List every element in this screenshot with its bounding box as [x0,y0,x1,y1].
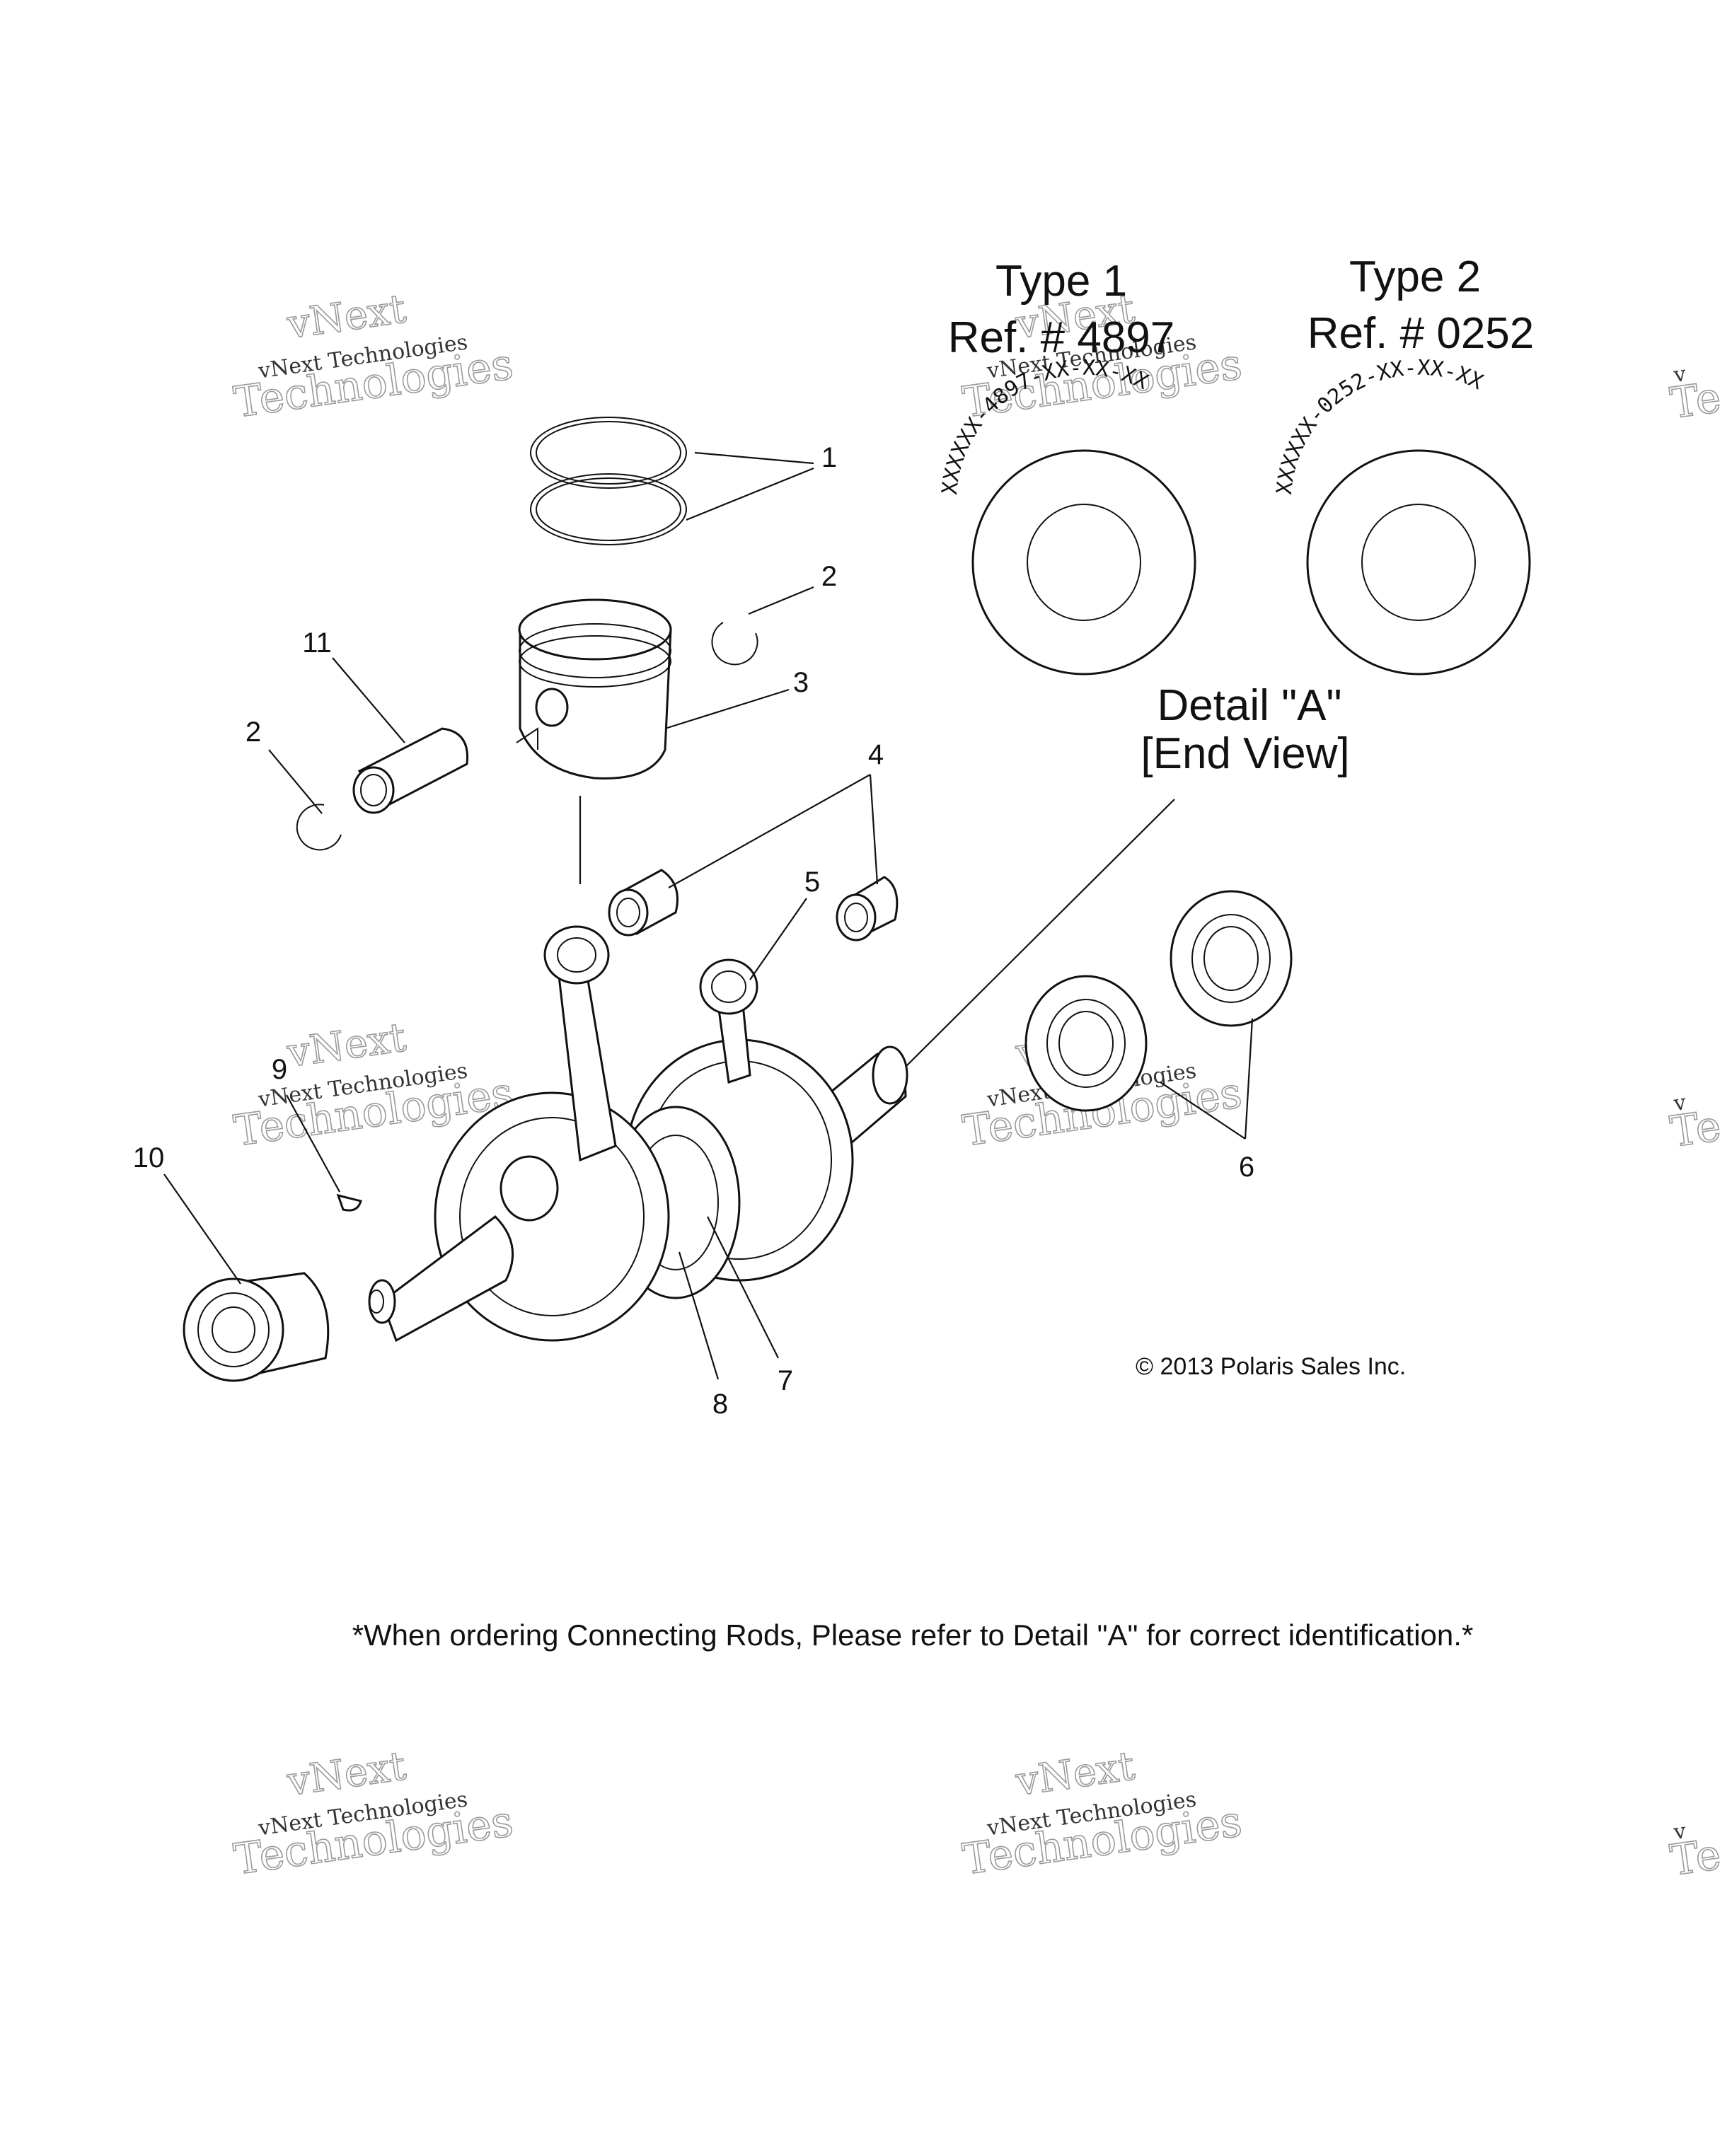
needle-bearing-left [608,774,871,937]
callout-7: 7 [778,1365,793,1396]
detail-a-label: Detail "A" [1157,681,1341,730]
crankshaft-assembly [368,898,908,1343]
watermark: vNext vNext Technologies Technologies [231,1742,517,1885]
piston-pin-clip-right [711,586,814,666]
watermark: v Te [1667,361,1725,429]
copyright: © 2013 Polaris Sales Inc. [1136,1353,1406,1380]
part7-leader [707,1216,779,1359]
footnote: *When ordering Connecting Rods, Please r… [352,1618,1474,1652]
callout-3: 3 [793,667,809,698]
callout-11: 11 [302,627,332,659]
main-bearing [163,1173,330,1382]
callout-2: 2 [246,717,261,748]
svg-text:v: v [1671,1090,1687,1116]
callout-9: 9 [272,1054,287,1085]
type2-ref: Ref. # 0252 [1307,309,1535,358]
needle-bearing-right [836,774,899,941]
svg-text:Te: Te [1668,1830,1724,1886]
type1-ref: Ref. # 4897 [948,313,1175,362]
svg-text:Te: Te [1668,373,1724,429]
watermark: v Te [1667,1090,1725,1158]
piston-pin-clip-left [268,749,342,851]
woodruff-key [286,1094,362,1212]
callout-6: 6 [1239,1152,1254,1183]
svg-text:v: v [1671,361,1687,388]
watermark: v Te [1667,1819,1725,1886]
callout-8: 8 [712,1389,728,1420]
svg-text:Te: Te [1668,1101,1724,1157]
watermark: vNext vNext Technologies Technologies [959,1742,1246,1885]
detail-a-end-view-label: [End View] [1141,729,1349,778]
callout-4: 4 [868,739,884,770]
svg-text:vNext: vNext [284,1743,409,1805]
callout-2: 2 [821,561,837,592]
svg-text:vNext: vNext [1012,1743,1138,1805]
watermark: vNext vNext Technologies Technologies [231,285,517,428]
svg-text:vNext: vNext [284,286,409,348]
piston-rings [530,417,814,545]
piston [516,598,790,779]
piston-pin [332,657,469,814]
callout-1: 1 [821,442,837,473]
svg-text:v: v [1671,1819,1687,1845]
crankshaft-seals [1024,890,1293,1140]
svg-text:vNext: vNext [284,1014,409,1077]
detail-a-leader [903,799,1175,1069]
part8-leader [678,1251,720,1380]
callout-10: 10 [133,1142,165,1173]
callout-5: 5 [804,867,820,898]
type2-rod-end-view: XXXXXX-0252-XX-XX-XX [1272,356,1531,676]
type2-title: Type 2 [1349,253,1481,301]
type1-title: Type 1 [995,257,1127,306]
